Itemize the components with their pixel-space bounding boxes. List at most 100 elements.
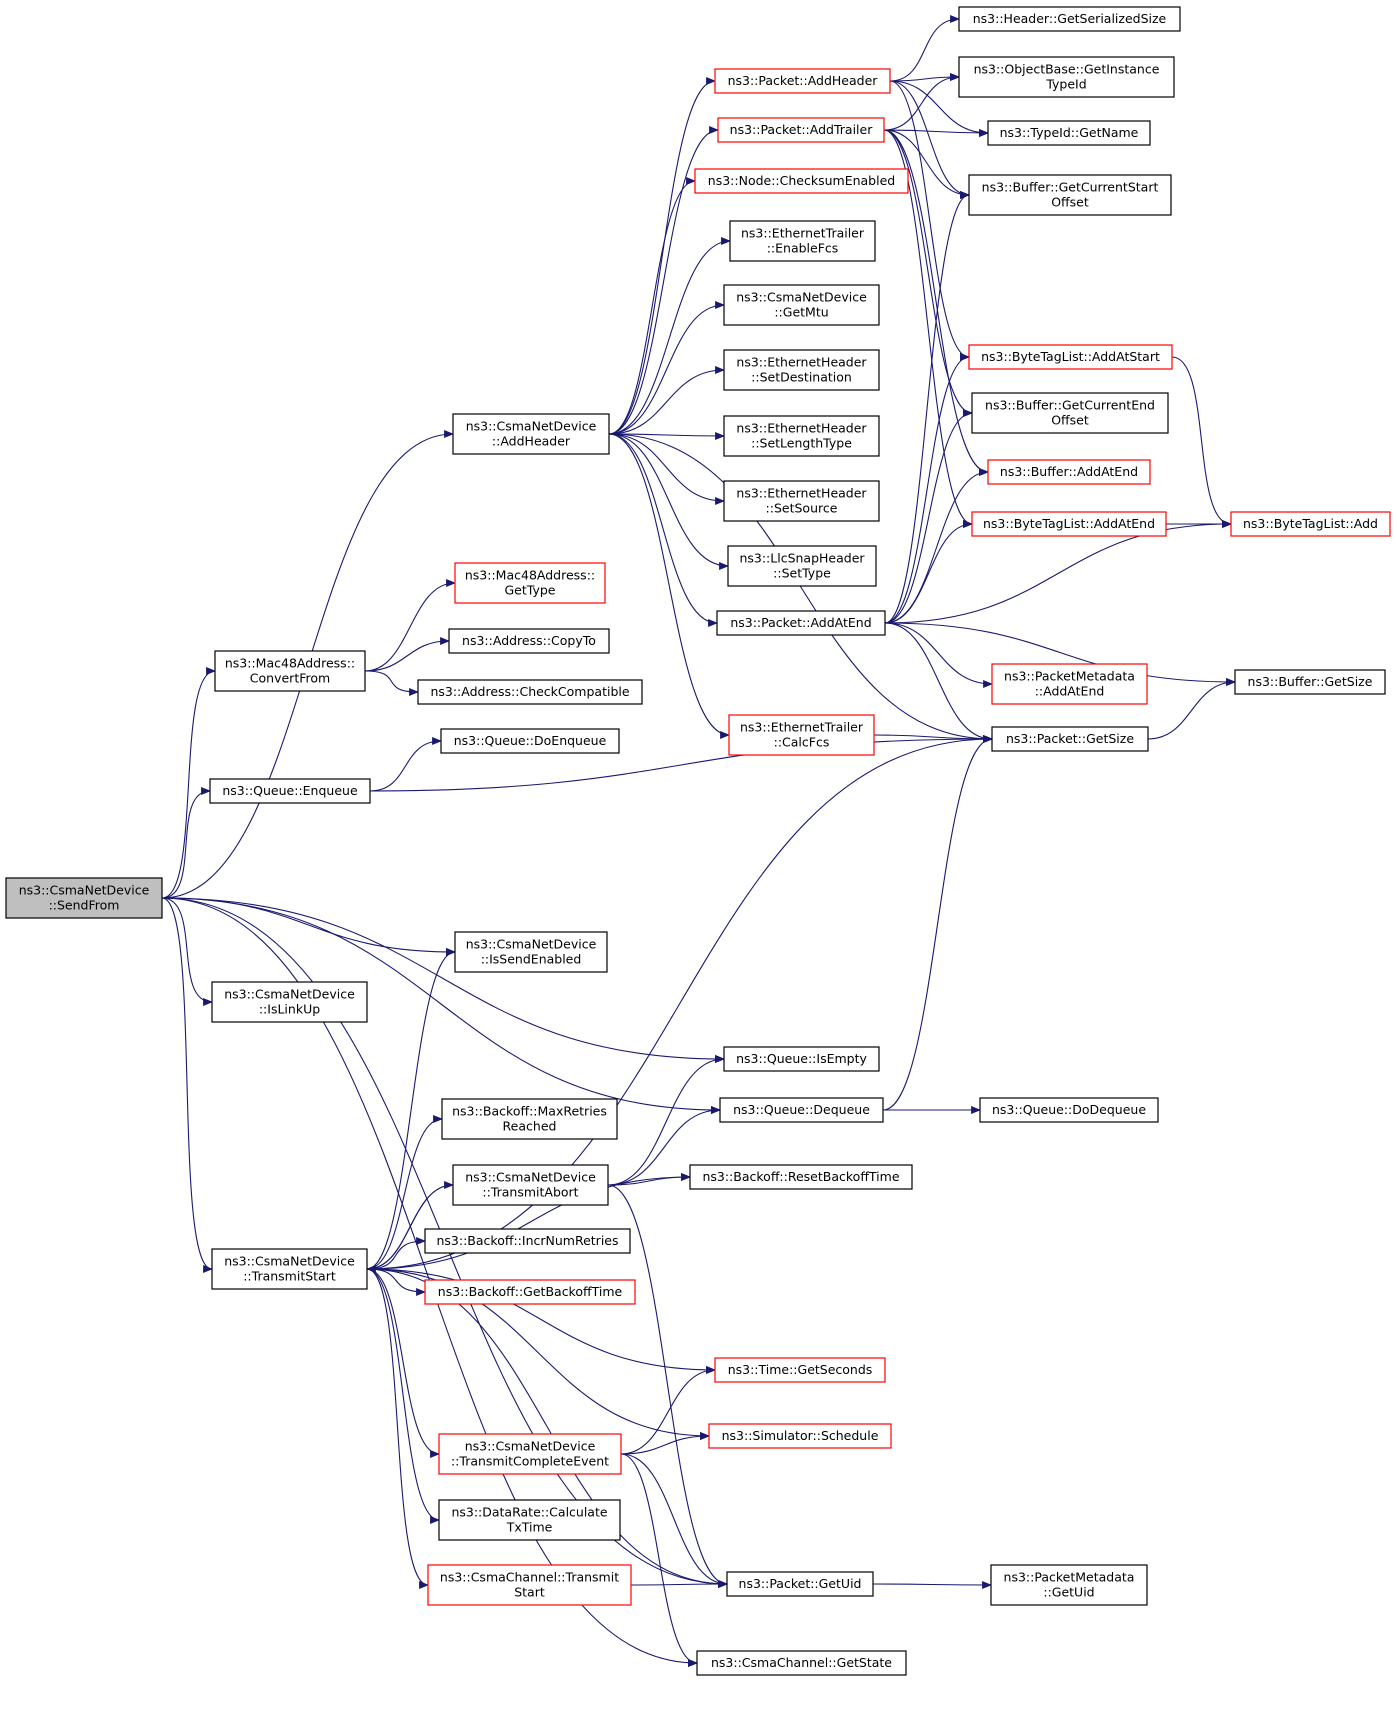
node-enablefcs[interactable]: ns3::EthernetTrailer::EnableFcs <box>729 220 876 262</box>
edge-txstart-to-incrretries <box>366 1237 426 1270</box>
node-label: ::IsLinkUp <box>259 1002 320 1017</box>
node-label: ns3::LlcSnapHeader <box>739 551 865 566</box>
node-label: TypeId <box>1045 77 1086 92</box>
node-label: ::AddHeader <box>492 434 571 449</box>
node-btl_addatstart[interactable]: ns3::ByteTagList::AddAtStart <box>968 344 1173 370</box>
edge-txstart-to-txcomplete <box>366 1268 440 1458</box>
node-typeid_getname[interactable]: ns3::TypeId::GetName <box>987 120 1151 146</box>
node-box <box>958 6 1181 32</box>
node-label: ns3::CsmaNetDevice <box>465 1170 596 1185</box>
node-box <box>728 714 875 756</box>
node-box <box>708 1423 892 1449</box>
node-label: ns3::EthernetTrailer <box>740 720 864 735</box>
node-schedule[interactable]: ns3::Simulator::Schedule <box>708 1423 892 1449</box>
edge-send-to-q_isempty <box>161 897 725 1063</box>
edge-addheader-to-pkt_addatend <box>608 433 718 627</box>
node-send[interactable]: ns3::CsmaNetDevice::SendFrom <box>5 877 163 919</box>
node-copyto[interactable]: ns3::Address::CopyTo <box>448 628 610 654</box>
node-btl_add[interactable]: ns3::ByteTagList::Add <box>1230 511 1391 537</box>
node-box <box>723 349 880 391</box>
node-box <box>689 1164 913 1190</box>
node-islink[interactable]: ns3::CsmaNetDevice::IsLinkUp <box>211 981 368 1023</box>
node-llcsettype[interactable]: ns3::LlcSnapHeader::SetType <box>727 545 877 587</box>
node-mac_gettype[interactable]: ns3::Mac48Address::GetType <box>454 562 606 604</box>
node-pm_getuid[interactable]: ns3::PacketMetadata::GetUid <box>990 1564 1148 1606</box>
edge-convert-to-checkcompat <box>364 670 419 696</box>
node-buf_getsize[interactable]: ns3::Buffer::GetSize <box>1234 669 1386 695</box>
node-label: ns3::PacketMetadata <box>1004 669 1135 684</box>
node-hdr_getser[interactable]: ns3::Header::GetSerializedSize <box>958 6 1181 32</box>
node-getbackoff[interactable]: ns3::Backoff::GetBackoffTime <box>424 1279 636 1305</box>
node-label: ns3::CsmaNetDevice <box>465 1439 596 1454</box>
node-pkt_addtrailer[interactable]: ns3::Packet::AddTrailer <box>717 117 885 143</box>
node-pm_addatend[interactable]: ns3::PacketMetadata::AddAtEnd <box>991 663 1148 705</box>
node-addheader[interactable]: ns3::CsmaNetDevice::AddHeader <box>452 413 610 455</box>
edge-txabort-to-q_dequeue <box>607 1106 721 1186</box>
node-label: ns3::CsmaNetDevice <box>466 419 597 434</box>
node-label: ::GetMtu <box>774 305 828 320</box>
node-txabort[interactable]: ns3::CsmaNetDevice::TransmitAbort <box>452 1164 609 1206</box>
node-box <box>991 663 1148 705</box>
node-pkt_getsize[interactable]: ns3::Packet::GetSize <box>991 726 1149 752</box>
node-ch_getstate[interactable]: ns3::CsmaChannel::GetState <box>696 1650 907 1676</box>
edge-pkt_addtrailer-to-typeid_getname <box>883 129 989 137</box>
node-q_dequeue[interactable]: ns3::Queue::Dequeue <box>719 1097 884 1123</box>
node-txstart[interactable]: ns3::CsmaNetDevice::TransmitStart <box>211 1248 368 1290</box>
node-label: ConvertFrom <box>250 671 330 686</box>
node-setdest[interactable]: ns3::EthernetHeader::SetDestination <box>723 349 880 391</box>
node-btl_addatend[interactable]: ns3::ByteTagList::AddAtEnd <box>971 511 1167 537</box>
node-txcomplete[interactable]: ns3::CsmaNetDevice::TransmitCompleteEven… <box>438 1433 622 1475</box>
node-pkt_addheader[interactable]: ns3::Packet::AddHeader <box>714 68 891 94</box>
node-box <box>1234 669 1386 695</box>
node-buf_addatend[interactable]: ns3::Buffer::AddAtEnd <box>987 459 1151 485</box>
node-enqueue[interactable]: ns3::Queue::Enqueue <box>209 778 371 804</box>
node-convert[interactable]: ns3::Mac48Address::ConvertFrom <box>214 650 366 692</box>
edge-addheader-to-checksum <box>608 177 696 435</box>
node-issend[interactable]: ns3::CsmaNetDevice::IsSendEnabled <box>454 931 608 973</box>
node-label: ::TransmitCompleteEvent <box>451 1454 609 1469</box>
node-label: ns3::EthernetHeader <box>736 355 867 370</box>
node-q_isempty[interactable]: ns3::Queue::IsEmpty <box>723 1046 880 1072</box>
node-setlen[interactable]: ns3::EthernetHeader::SetLengthType <box>723 415 880 457</box>
node-label: ::SetSource <box>766 501 838 516</box>
edge-enqueue-to-doenqueue <box>369 737 442 792</box>
edge-send-to-q_dequeue <box>161 897 721 1114</box>
node-getmtu[interactable]: ns3::CsmaNetDevice::GetMtu <box>723 284 880 326</box>
node-box <box>211 1248 368 1290</box>
node-box <box>438 1499 621 1541</box>
node-box <box>729 220 876 262</box>
edge-pkt_addheader-to-getinstance <box>889 73 960 82</box>
node-resetbackoff[interactable]: ns3::Backoff::ResetBackoffTime <box>689 1164 913 1190</box>
node-label: ns3::CsmaChannel::Transmit <box>440 1570 619 1585</box>
node-label: Reached <box>503 1119 557 1134</box>
edge-convert-to-copyto <box>364 637 450 672</box>
edge-send-to-txstart <box>161 897 213 1273</box>
node-calcfcs[interactable]: ns3::EthernetTrailer::CalcFcs <box>728 714 875 756</box>
node-label: ns3::Backoff::ResetBackoffTime <box>702 1169 899 1184</box>
node-checkcompat[interactable]: ns3::Address::CheckCompatible <box>417 679 643 705</box>
node-incrretries[interactable]: ns3::Backoff::IncrNumRetries <box>424 1228 631 1254</box>
node-label: ns3::Time::GetSeconds <box>728 1362 873 1377</box>
node-checksum[interactable]: ns3::Node::ChecksumEnabled <box>694 168 909 194</box>
node-pkt_getuid[interactable]: ns3::Packet::GetUid <box>726 1571 874 1597</box>
edge-layer <box>161 15 1236 1667</box>
node-label: ns3::ObjectBase::GetInstance <box>974 62 1160 77</box>
node-label: ns3::Buffer::GetCurrentStart <box>982 180 1159 195</box>
node-doenqueue[interactable]: ns3::Queue::DoEnqueue <box>440 728 620 754</box>
node-label: ns3::Node::ChecksumEnabled <box>708 173 895 188</box>
node-box <box>991 726 1149 752</box>
node-box <box>714 68 891 94</box>
node-getseconds[interactable]: ns3::Time::GetSeconds <box>714 1357 886 1383</box>
node-q_dodequeue[interactable]: ns3::Queue::DoDequeue <box>979 1097 1159 1123</box>
node-pkt_addatend[interactable]: ns3::Packet::AddAtEnd <box>716 610 886 636</box>
edge-pkt_addheader-to-btl_addatstart <box>889 80 970 361</box>
node-label: ns3::TypeId::GetName <box>1000 125 1139 140</box>
node-setsrc[interactable]: ns3::EthernetHeader::SetSource <box>723 480 880 522</box>
node-ch_txstart[interactable]: ns3::CsmaChannel::TransmitStart <box>427 1564 632 1606</box>
node-box <box>723 284 880 326</box>
